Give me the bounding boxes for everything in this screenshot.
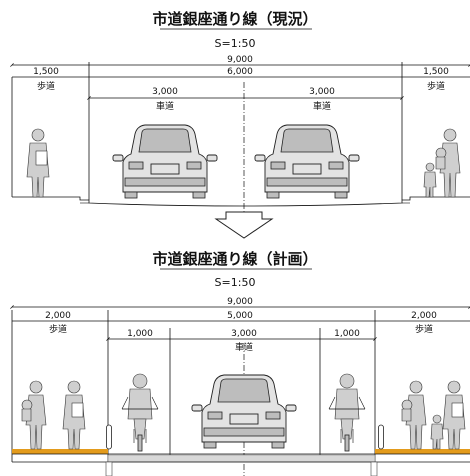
current-right-walk-label: 歩道 <box>427 80 445 92</box>
cyclist-icon <box>121 373 159 452</box>
plan-bike-left-width: 1,000 <box>127 329 153 339</box>
current-roadway-width: 6,000 <box>227 67 253 77</box>
plan-right-walk-width: 2,000 <box>411 311 437 321</box>
pedestrian-icon <box>423 162 437 198</box>
bollard-icon <box>106 424 112 450</box>
current-lane-left-label: 車道 <box>156 100 174 112</box>
down-arrow-icon <box>214 211 274 239</box>
plan-total-width: 9,000 <box>227 297 253 307</box>
pedestrian-icon <box>26 128 50 198</box>
plan-right-walk-label: 歩道 <box>415 323 433 335</box>
plan-section: 市道銀座通り線（計画） S=1:50 9,000 2,000 5,000 2,0… <box>10 250 470 476</box>
pedestrian-icon <box>430 414 444 450</box>
plan-title: 市道銀座通り線（計画） <box>152 250 317 268</box>
cyclist-icon <box>328 373 366 452</box>
current-scale: S=1:50 <box>215 37 256 50</box>
car-icon <box>191 374 297 449</box>
current-lane-left-width: 3,000 <box>152 87 178 97</box>
current-title: 市道銀座通り線（現況） <box>152 10 317 28</box>
current-section: 市道銀座通り線（現況） S=1:50 9,000 1,500 6,000 1,5… <box>10 10 470 215</box>
plan-bike-right-width: 1,000 <box>334 329 360 339</box>
plan-left-walk-width: 2,000 <box>45 311 71 321</box>
current-left-walk-width: 1,500 <box>33 67 59 77</box>
current-lane-right-width: 3,000 <box>309 87 335 97</box>
pedestrian-icon <box>62 380 86 450</box>
current-left-walk-label: 歩道 <box>37 80 55 92</box>
bollard-icon <box>378 424 384 450</box>
plan-left-walk-label: 歩道 <box>49 323 67 335</box>
pedestrian-icon <box>401 380 427 450</box>
pedestrian-icon <box>435 128 461 198</box>
right-sidewalk-paving <box>375 449 470 454</box>
plan-roadway-width: 3,000 <box>231 329 257 339</box>
pedestrian-icon <box>442 380 466 450</box>
pedestrian-icon <box>21 380 47 450</box>
current-lane-right-label: 車道 <box>313 100 331 112</box>
current-total-width: 9,000 <box>227 55 253 65</box>
left-sidewalk-paving <box>12 449 108 454</box>
car-icon <box>254 124 360 199</box>
plan-center-width: 5,000 <box>227 311 253 321</box>
plan-scale: S=1:50 <box>215 276 256 289</box>
car-icon <box>112 124 218 199</box>
current-right-walk-width: 1,500 <box>423 67 449 77</box>
